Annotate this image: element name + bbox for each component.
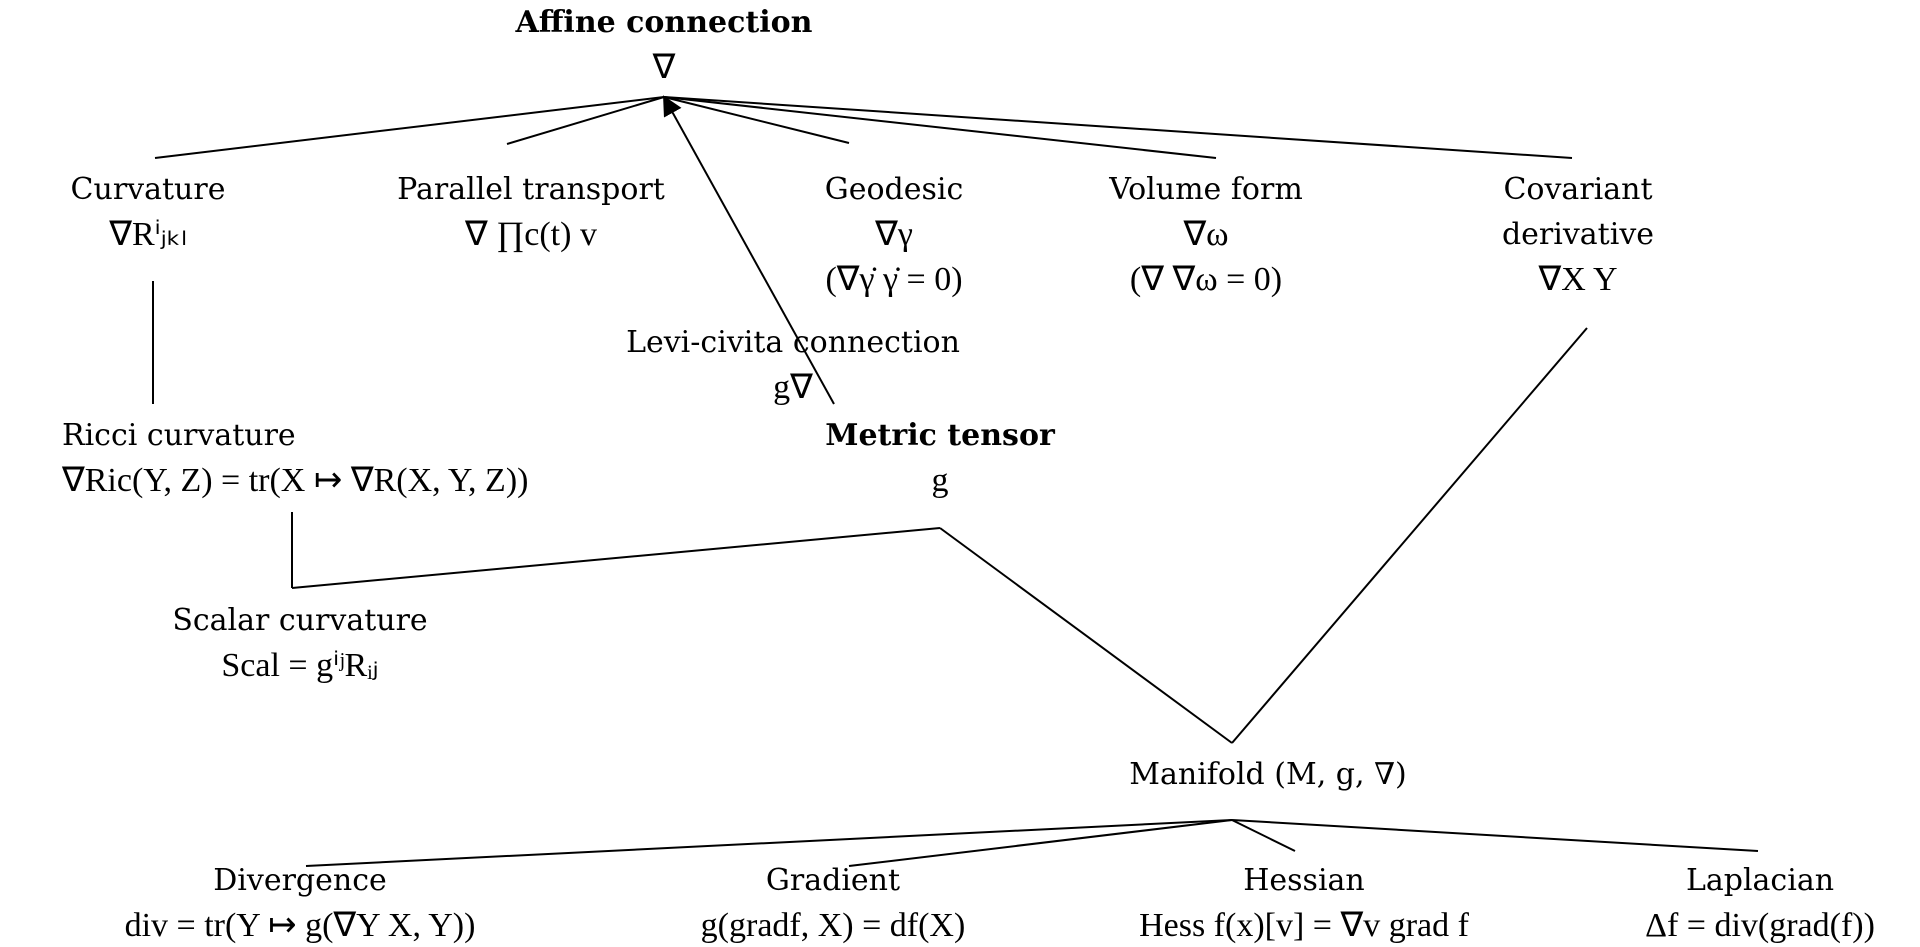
node-title: Scalar curvature <box>172 603 428 638</box>
node-formula: ∇γ <box>875 216 913 253</box>
node-title: Affine connection <box>515 5 813 40</box>
node-formula-condition: (∇ ∇ω = 0) <box>1129 261 1283 298</box>
node-formula-condition: (∇γ̇ γ̇ = 0) <box>825 261 963 298</box>
node-title: Ricci curvature <box>62 418 296 453</box>
edge-metric-to-scalar <box>291 527 941 589</box>
node-title: Hessian <box>1243 863 1365 898</box>
edge-metric-to-affine <box>663 95 835 405</box>
node-formula: ∇ ∏c(t) v <box>465 216 597 253</box>
node-formula: g∇ <box>773 369 813 406</box>
node-laplacian: Laplacian Δf = div(grad(f)) <box>1645 858 1875 947</box>
node-formula: ∇X Y <box>1538 261 1618 298</box>
edge-affine-to-parallel <box>506 96 665 145</box>
node-title: Geodesic <box>824 172 964 207</box>
node-formula: ∇ <box>652 49 676 86</box>
node-title: Volume form <box>1109 172 1303 207</box>
node-formula: ∇ω <box>1183 216 1229 253</box>
edge-manifold-to-div <box>305 819 1233 867</box>
node-levi-civita-connection: Levi-civita connection g∇ <box>626 320 960 410</box>
edge-affine-to-curv <box>154 96 665 159</box>
node-covariant-derivative: Covariant derivative ∇X Y <box>1502 167 1654 302</box>
node-formula: ∇Ric(Y, Z) = tr(X ↦ ∇R(X, Y, Z)) <box>62 462 529 499</box>
node-title: Manifold (M, g, ∇) <box>1129 757 1407 792</box>
node-title: Levi-civita connection <box>626 325 960 360</box>
edge-covar-to-manifold <box>1231 327 1588 744</box>
edge-affine-to-volume <box>663 96 1217 159</box>
node-geodesic: Geodesic ∇γ (∇γ̇ γ̇ = 0) <box>825 167 964 302</box>
node-metric-tensor: Metric tensor g <box>825 413 1055 503</box>
node-title: Divergence <box>213 863 387 898</box>
node-scalar-curvature: Scalar curvature Scal = gⁱʲRᵢⱼ <box>172 598 427 688</box>
node-title: Parallel transport <box>397 172 665 207</box>
node-divergence: Divergence div = tr(Y ↦ g(∇Y X, Y)) <box>125 858 476 947</box>
edge-manifold-to-hess <box>1231 819 1296 852</box>
edge-manifold-to-lap <box>1231 819 1759 852</box>
node-gradient: Gradient g(gradf, X) = df(X) <box>701 858 966 947</box>
node-formula: g <box>931 462 949 499</box>
node-manifold: Manifold (M, g, ∇) <box>1129 752 1406 797</box>
node-title: Laplacian <box>1685 863 1835 898</box>
edge-affine-to-geodesic <box>663 96 850 144</box>
node-formula: div = tr(Y ↦ g(∇Y X, Y)) <box>124 907 476 944</box>
node-formula: g(gradf, X) = df(X) <box>700 907 966 944</box>
node-title: Metric tensor <box>825 418 1055 453</box>
node-volume-form: Volume form ∇ω (∇ ∇ω = 0) <box>1109 167 1303 302</box>
node-title-line2: derivative <box>1501 217 1655 252</box>
node-formula: Hess f(x)[v] = ∇v grad f <box>1139 907 1469 944</box>
node-formula: Scal = gⁱʲRᵢⱼ <box>221 647 379 684</box>
node-hessian: Hessian Hess f(x)[v] = ∇v grad f <box>1139 858 1469 947</box>
edge-affine-to-covar <box>663 96 1573 159</box>
node-formula: Δf = div(grad(f)) <box>1645 907 1875 944</box>
edge-metric-to-manifold <box>939 527 1233 744</box>
node-formula: ∇Rⁱⱼₖₗ <box>109 216 187 253</box>
node-affine-connection: Affine connection ∇ <box>516 0 813 90</box>
node-title: Gradient <box>765 863 901 898</box>
node-ricci-curvature: Ricci curvature ∇Ric(Y, Z) = tr(X ↦ ∇R(X… <box>62 413 528 503</box>
node-parallel-transport: Parallel transport ∇ ∏c(t) v <box>397 167 665 257</box>
edge-manifold-to-grad <box>848 819 1233 867</box>
node-curvature: Curvature ∇Rⁱⱼₖₗ <box>71 167 226 257</box>
node-title: Covariant <box>1503 172 1653 207</box>
node-title: Curvature <box>70 172 226 207</box>
